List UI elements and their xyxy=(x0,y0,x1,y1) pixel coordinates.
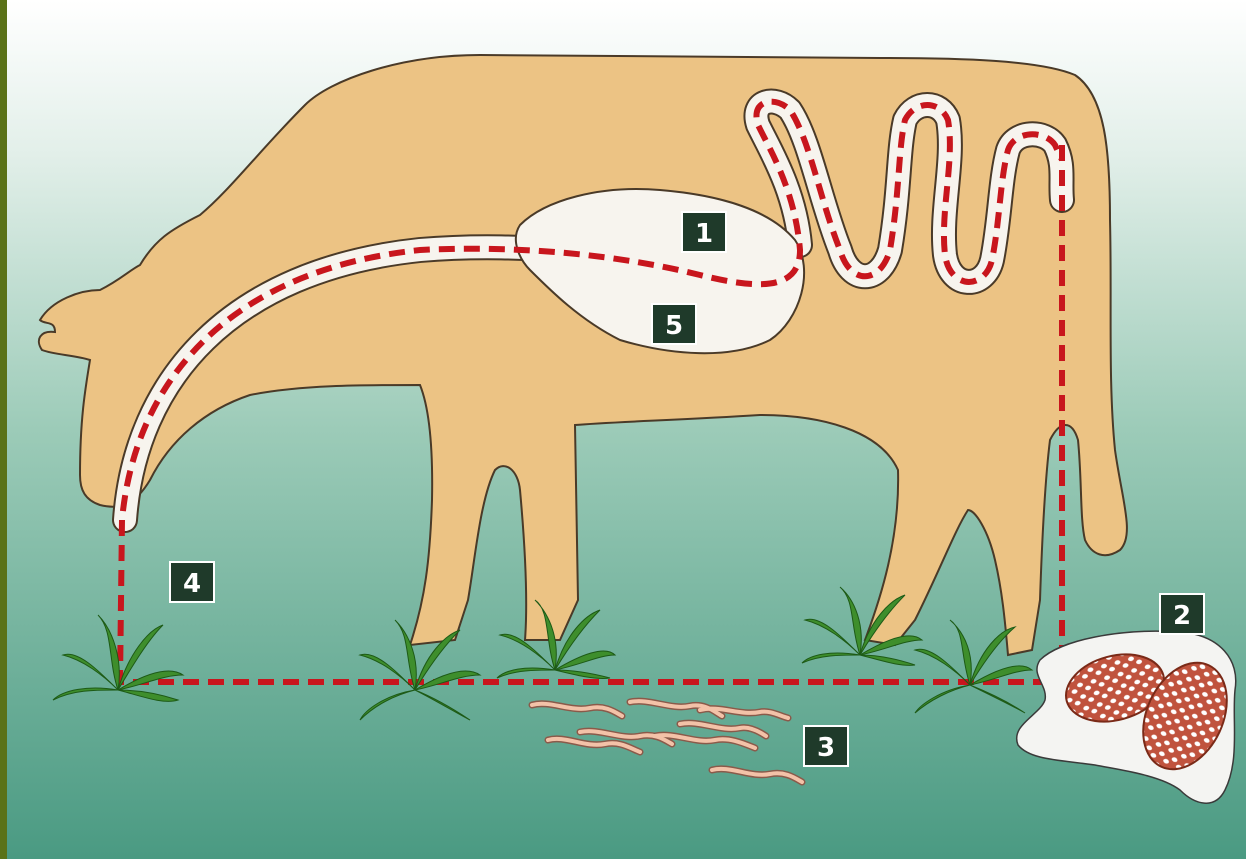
label-5: 5 xyxy=(652,304,696,344)
label-4: 4 xyxy=(170,562,214,602)
label-5-text: 5 xyxy=(665,311,683,341)
label-3: 3 xyxy=(804,726,848,766)
label-3-text: 3 xyxy=(817,733,835,763)
label-1: 1 xyxy=(682,212,726,252)
left-border xyxy=(0,0,7,859)
label-2: 2 xyxy=(1160,594,1204,634)
label-1-text: 1 xyxy=(695,219,713,249)
label-4-text: 4 xyxy=(183,569,201,599)
label-2-text: 2 xyxy=(1173,601,1191,631)
